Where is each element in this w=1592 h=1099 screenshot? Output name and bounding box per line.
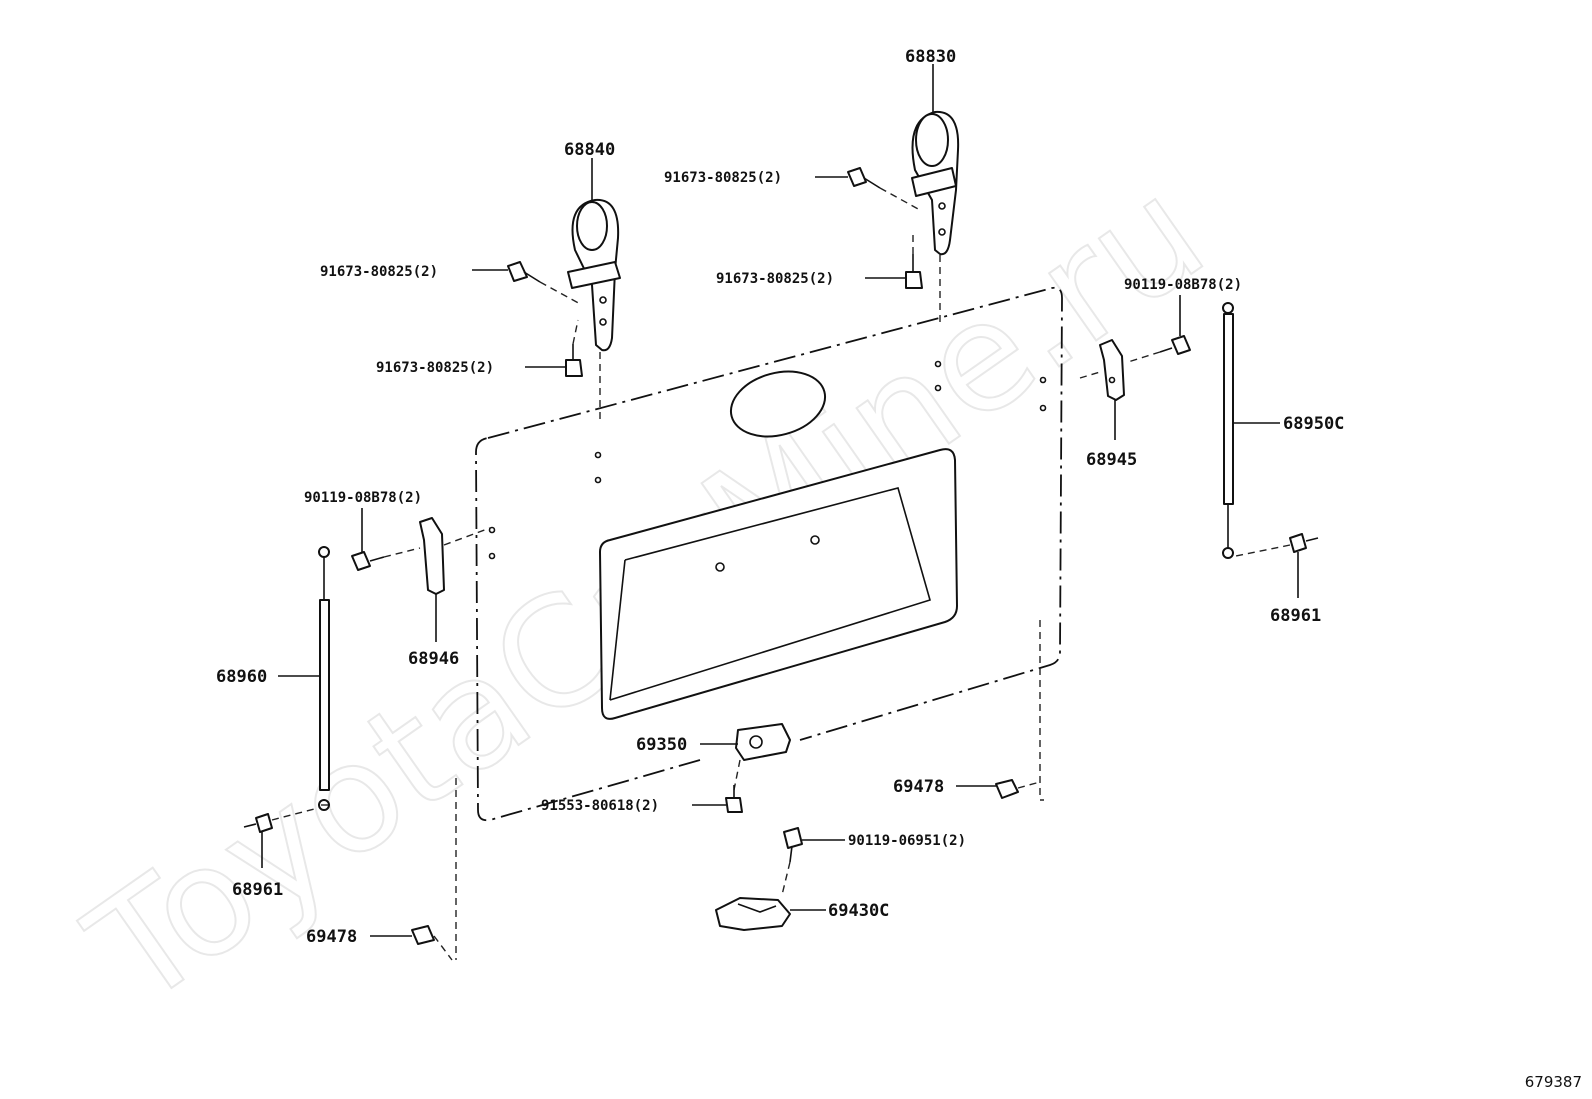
- bolt-91673-80825-right-bottom: [905, 230, 923, 289]
- label-91553-80618: 91553-80618(2): [541, 798, 659, 814]
- label-68946: 68946: [408, 649, 459, 669]
- label-68961-left: 68961: [232, 880, 283, 900]
- label-68961-right: 68961: [1270, 606, 1321, 626]
- label-69430C: 69430C: [828, 901, 889, 921]
- label-68945: 68945: [1086, 450, 1137, 470]
- bolt-91673-80825-right-top: [847, 167, 921, 211]
- ball-stud-68961-right: [1235, 533, 1319, 557]
- bracket-68946: [419, 517, 491, 595]
- bolt-91673-80825-left-top: [507, 261, 583, 306]
- tailgate-panel: [475, 286, 1063, 822]
- bracket-68945: [1079, 339, 1125, 401]
- label-68950C: 68950C: [1283, 414, 1344, 434]
- dash-guide-right: [1039, 620, 1044, 801]
- bolt-91673-80825-left-bottom: [565, 319, 583, 377]
- label-68840: 68840: [564, 140, 615, 160]
- bumper-69478-left: [411, 925, 453, 961]
- label-90119-08B78-left: 90119-08B78(2): [304, 490, 422, 506]
- label-91673-80825-right-bottom: 91673-80825(2): [716, 271, 834, 287]
- label-69478-right: 69478: [893, 777, 944, 797]
- ball-stud-68961-left: [243, 807, 319, 833]
- label-91673-80825-left-top: 91673-80825(2): [320, 264, 438, 280]
- label-68960: 68960: [216, 667, 267, 687]
- hinge-68840: [567, 198, 621, 420]
- striker-69430C: [715, 897, 791, 931]
- label-90119-08B78-right: 90119-08B78(2): [1124, 277, 1242, 293]
- bumper-69478-right: [995, 779, 1041, 799]
- bolt-91553-80618: [725, 785, 743, 813]
- label-69478-left: 69478: [306, 927, 357, 947]
- label-91673-80825-left-bottom: 91673-80825(2): [376, 360, 494, 376]
- label-91673-80825-right-top: 91673-80825(2): [664, 170, 782, 186]
- label-90119-06951: 90119-06951(2): [848, 833, 966, 849]
- gas-strut-68950C: [1222, 302, 1234, 559]
- label-68830: 68830: [905, 47, 956, 67]
- bolt-90119-08B78-left: [351, 547, 421, 571]
- hinge-68830: [911, 110, 960, 325]
- latch-69350: [733, 723, 791, 791]
- bolt-90119-06951: [781, 827, 803, 896]
- label-69350: 69350: [636, 735, 687, 755]
- gas-strut-68960: [318, 546, 330, 811]
- image-code: 679387: [1524, 1073, 1582, 1091]
- bolt-90119-08B78-right: [1127, 335, 1191, 363]
